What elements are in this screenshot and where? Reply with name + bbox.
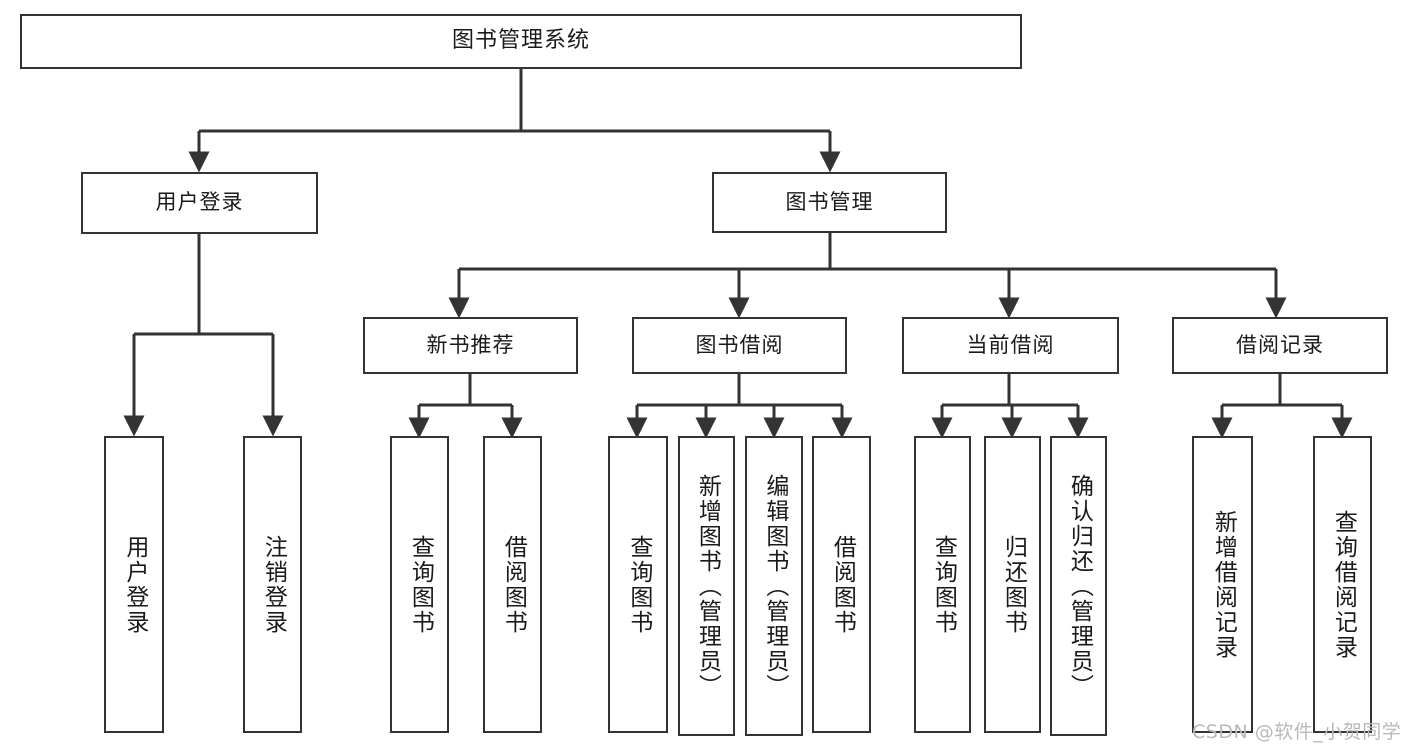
node-current-borrow-label: 当前借阅 — [966, 332, 1055, 357]
node-leaf-logout-label: 注销登录 — [260, 534, 287, 635]
node-leaf-add-record-label: 新增借阅记录 — [1210, 509, 1237, 660]
node-current-borrow[interactable]: 当前借阅 — [902, 317, 1119, 374]
csdn-watermark: CSDN @软件_小贺同学 — [1192, 721, 1402, 743]
node-leaf-edit-book-label: 编辑图书（管理员） — [761, 473, 788, 699]
node-leaf-borrow-book-1[interactable]: 借阅图书 — [483, 436, 542, 733]
node-user-login[interactable]: 用户登录 — [81, 172, 318, 234]
node-leaf-return-book-label: 归还图书 — [1000, 534, 1027, 635]
node-leaf-logout[interactable]: 注销登录 — [243, 436, 302, 733]
node-leaf-borrow-book-1-label: 借阅图书 — [500, 534, 527, 635]
node-leaf-user-login-label: 用户登录 — [121, 534, 148, 635]
node-leaf-query-book-3[interactable]: 查询图书 — [914, 436, 971, 733]
node-book-manage-label: 图书管理 — [785, 189, 874, 214]
node-new-book-rec[interactable]: 新书推荐 — [363, 317, 578, 374]
node-book-manage[interactable]: 图书管理 — [712, 172, 947, 233]
node-leaf-confirm-return-label: 确认归还（管理员） — [1066, 473, 1093, 699]
node-borrow-record-label: 借阅记录 — [1236, 332, 1324, 357]
node-root[interactable]: 图书管理系统 — [20, 14, 1022, 69]
node-leaf-add-record[interactable]: 新增借阅记录 — [1192, 436, 1253, 733]
node-leaf-query-record-label: 查询借阅记录 — [1330, 509, 1357, 660]
node-leaf-query-book-1[interactable]: 查询图书 — [390, 436, 449, 733]
node-new-book-rec-label: 新书推荐 — [426, 332, 515, 357]
node-leaf-borrow-book-2[interactable]: 借阅图书 — [812, 436, 871, 733]
node-book-borrow[interactable]: 图书借阅 — [632, 317, 847, 374]
node-leaf-add-book-label: 新增图书（管理员） — [694, 473, 721, 699]
node-leaf-user-login[interactable]: 用户登录 — [104, 436, 164, 733]
node-root-label: 图书管理系统 — [451, 28, 590, 54]
node-leaf-edit-book[interactable]: 编辑图书（管理员） — [745, 436, 803, 736]
node-leaf-query-record[interactable]: 查询借阅记录 — [1313, 436, 1372, 733]
node-leaf-query-book-2[interactable]: 查询图书 — [608, 436, 668, 733]
node-leaf-query-book-2-label: 查询图书 — [625, 534, 652, 635]
node-borrow-record[interactable]: 借阅记录 — [1172, 317, 1388, 374]
node-leaf-confirm-return[interactable]: 确认归还（管理员） — [1050, 436, 1107, 736]
node-user-login-label: 用户登录 — [155, 190, 244, 215]
node-leaf-add-book[interactable]: 新增图书（管理员） — [678, 436, 735, 736]
node-leaf-borrow-book-2-label: 借阅图书 — [829, 534, 856, 635]
node-book-borrow-label: 图书借阅 — [695, 332, 784, 357]
node-leaf-return-book[interactable]: 归还图书 — [984, 436, 1041, 733]
node-leaf-query-book-3-label: 查询图书 — [930, 534, 957, 635]
node-leaf-query-book-1-label: 查询图书 — [407, 534, 434, 635]
